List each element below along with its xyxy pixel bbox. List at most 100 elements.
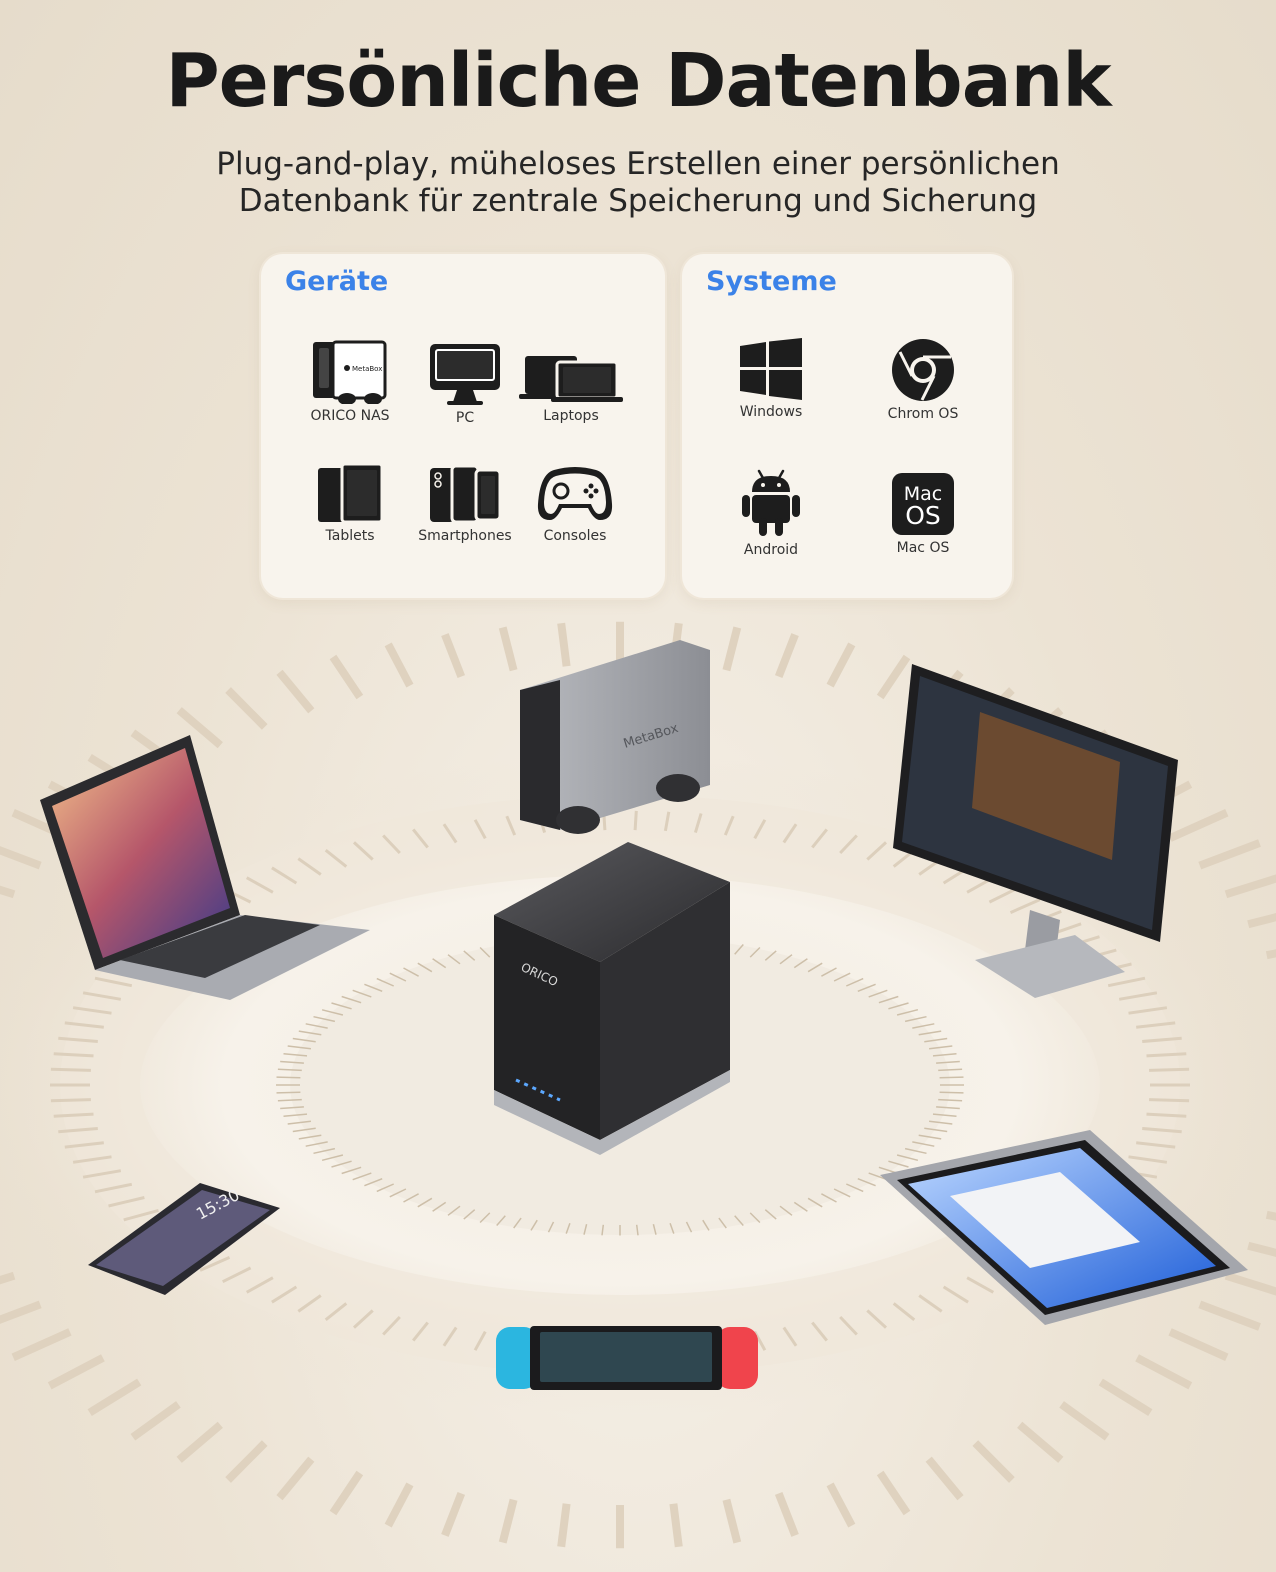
tick-mark (1136, 1021, 1176, 1029)
windows-icon (740, 338, 802, 400)
tick-mark (845, 977, 864, 987)
tick-mark (329, 654, 364, 700)
devices-card-title: Geräte (285, 266, 389, 297)
tick-mark (918, 1030, 942, 1036)
tick-mark (1107, 976, 1146, 988)
macos-badge-line2: OS (905, 501, 941, 530)
subtitle-line-1: Plug-and-play, müheloses Erstellen einer… (216, 146, 1060, 182)
system-item-chrome-os: Chrom OS (863, 338, 983, 422)
tick-marks (0, 621, 1276, 1549)
tick-mark (839, 834, 858, 855)
tablets-icon (318, 462, 384, 524)
tick-mark (811, 1321, 828, 1342)
monitor-illustration (893, 664, 1178, 998)
tick-mark (473, 1330, 487, 1351)
tick-mark (305, 1023, 328, 1029)
tick-mark (932, 1052, 957, 1057)
tick-mark (1198, 1300, 1261, 1331)
central-nas: ORICO (494, 842, 730, 1155)
tick-mark (896, 1008, 919, 1016)
tick-mark (734, 944, 744, 955)
tick-mark (892, 1302, 916, 1321)
tick-mark (53, 1112, 94, 1118)
systems-card-title: Systeme (706, 266, 837, 297)
tick-mark (972, 1440, 1015, 1483)
system-item-android: Android (711, 468, 831, 558)
device-label: Tablets (325, 528, 375, 544)
tick-mark (723, 815, 735, 836)
tick-mark (498, 1498, 518, 1544)
tick-mark (912, 1141, 935, 1147)
nas-icon: MetaBox (313, 340, 387, 404)
tick-mark (441, 633, 466, 679)
tick-mark (283, 1113, 308, 1118)
tick-mark (384, 642, 414, 688)
tick-mark (929, 1120, 953, 1125)
tick-mark (932, 1113, 957, 1118)
device-item-consoles: Consoles (515, 464, 635, 544)
tick-mark (938, 1068, 963, 1072)
device-item-smartphones: Smartphones (405, 464, 525, 544)
tick-mark (276, 1091, 301, 1094)
tick-mark (245, 876, 274, 894)
tick-mark (782, 1326, 798, 1347)
tick-mark (966, 1276, 995, 1294)
tick-mark (297, 1294, 322, 1313)
tick-mark (988, 886, 1018, 904)
tick-mark (50, 1067, 91, 1072)
laptops-icon (519, 356, 623, 402)
tick-mark (412, 1321, 429, 1342)
page-title: Persönliche Datenbank (165, 38, 1111, 124)
tick-mark (441, 1491, 466, 1537)
tick-mark (652, 1224, 657, 1235)
tick-mark (376, 1183, 395, 1193)
tick-mark (663, 811, 671, 832)
tick-mark (447, 954, 461, 965)
tick-mark (0, 1271, 16, 1285)
tick-mark (280, 1060, 304, 1064)
tick-mark (876, 1470, 911, 1516)
system-item-mac-os: Mac OS Mac OS (863, 472, 983, 556)
tick-mark (199, 1256, 231, 1272)
tick-mark (779, 1205, 793, 1216)
device-item-tablets: Tablets (290, 462, 410, 544)
tick-mark (94, 1182, 133, 1194)
tick-mark (1146, 1112, 1187, 1118)
tick-mark (276, 669, 315, 714)
tick-mark (82, 1169, 122, 1179)
tick-mark (364, 1178, 383, 1187)
tick-mark (912, 1023, 935, 1029)
tick-mark (463, 1209, 476, 1220)
tick-mark (432, 1201, 447, 1212)
tick-mark (774, 633, 799, 679)
tick-mark (764, 950, 777, 961)
tick-mark (924, 1127, 948, 1133)
tick-mark (417, 1197, 433, 1208)
tick-mark (547, 1221, 555, 1233)
tick-mark (1198, 839, 1261, 870)
tick-mark (821, 1193, 837, 1203)
tick-mark (939, 1091, 964, 1094)
tick-mark (403, 967, 419, 977)
tick-mark (1118, 991, 1158, 1001)
tick-mark (793, 1201, 808, 1212)
tick-mark (0, 846, 42, 870)
tick-mark (669, 1223, 675, 1234)
tick-mark (693, 813, 703, 834)
tick-mark (313, 1015, 336, 1023)
tick-mark (722, 626, 742, 672)
tick-mark (341, 995, 362, 1004)
tick-mark (341, 1166, 362, 1175)
tick-mark (1168, 1328, 1229, 1361)
systems-card: Systeme Windows Chrom OS (682, 254, 1012, 598)
system-label: Chrom OS (887, 406, 959, 422)
macos-icon: Mac OS (892, 473, 954, 535)
subtitle-line-2: Datenbank für zentrale Speicherung und S… (238, 183, 1038, 219)
tick-mark (64, 1021, 104, 1029)
tick-mark (807, 1197, 823, 1208)
tick-mark (331, 1002, 352, 1010)
tick-mark (1149, 1067, 1190, 1072)
tick-mark (734, 1215, 744, 1226)
tick-mark (0, 885, 16, 899)
tick-mark (530, 1219, 538, 1231)
